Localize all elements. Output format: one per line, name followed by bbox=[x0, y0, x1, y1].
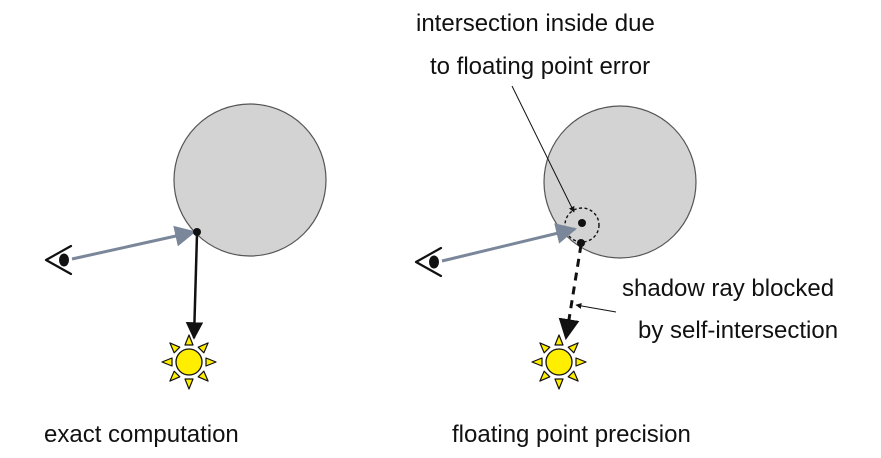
right-panel: intersection inside due to floating poin… bbox=[414, 10, 838, 448]
eye-icon bbox=[414, 246, 443, 278]
sphere bbox=[173, 103, 327, 257]
error-region bbox=[564, 207, 600, 243]
view-ray bbox=[71, 225, 197, 261]
sun-icon bbox=[161, 334, 217, 390]
callout-intersection-line2: to floating point error bbox=[430, 53, 650, 80]
hit-point bbox=[193, 228, 201, 236]
eye-icon bbox=[44, 244, 73, 276]
callout-shadow-line1: shadow ray blocked bbox=[622, 275, 834, 302]
sun-icon bbox=[531, 334, 587, 390]
true-hit-point bbox=[577, 239, 585, 247]
shadow-ray-blocked bbox=[558, 244, 583, 341]
computed-hit-point bbox=[578, 219, 586, 227]
callout-shadow-leader bbox=[575, 302, 617, 313]
shadow-ray bbox=[185, 233, 204, 340]
sphere bbox=[543, 105, 697, 259]
left-panel: exact computation bbox=[44, 103, 327, 448]
callout-shadow-line2: by self-intersection bbox=[638, 317, 838, 344]
right-caption: floating point precision bbox=[452, 421, 691, 448]
callout-intersection-line1: intersection inside due bbox=[416, 10, 655, 37]
view-ray bbox=[441, 223, 578, 263]
left-caption: exact computation bbox=[44, 421, 239, 448]
callout-intersection-leader bbox=[511, 85, 575, 213]
